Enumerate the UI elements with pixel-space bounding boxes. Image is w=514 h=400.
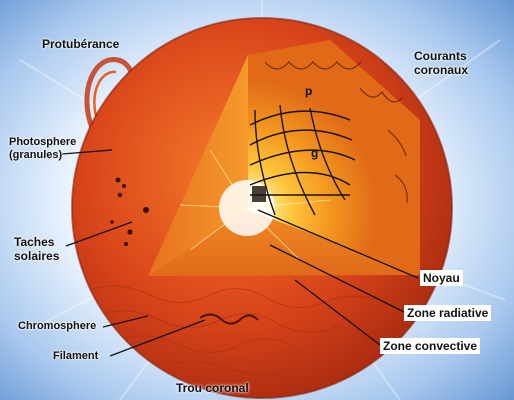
label-trou-coronal: Trou coronal xyxy=(176,381,249,395)
marker-g: g xyxy=(311,146,318,160)
label-photosphere: Photosphere (granules) xyxy=(9,136,76,162)
label-zone-radiative: Zone radiative xyxy=(404,305,491,321)
label-noyau: Noyau xyxy=(420,270,463,286)
label-protuberance: Protubérance xyxy=(42,37,119,51)
core-grid-center xyxy=(252,186,266,202)
label-courants-coronaux: Courants coronaux xyxy=(414,49,468,77)
label-chromosphere: Chromosphere xyxy=(18,320,96,333)
label-zone-convective: Zone convective xyxy=(380,338,480,354)
label-filament: Filament xyxy=(53,350,98,363)
label-taches-solaires: Taches solaires xyxy=(14,235,59,263)
marker-p: p xyxy=(305,84,312,98)
